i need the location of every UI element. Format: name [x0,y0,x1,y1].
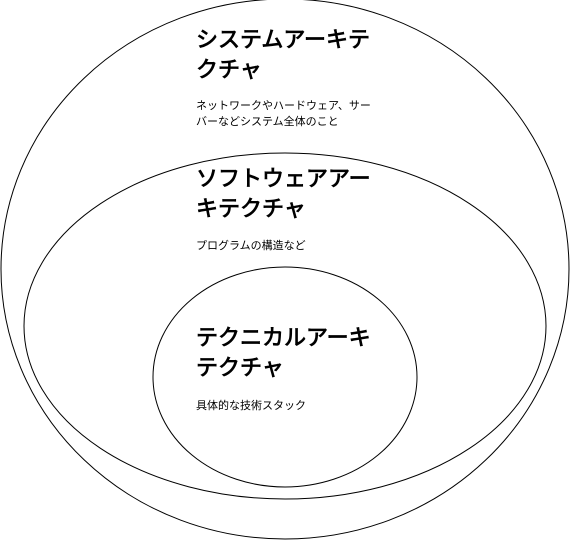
system-architecture-title: システムアーキテクチャ [196,28,371,83]
software-architecture-title: ソフトウェアアーキテクチャ [196,167,371,222]
technical-architecture-description: 具体的な技術スタック [196,399,306,412]
technical-architecture-title: テクニカルアーキテクチャ [196,326,371,381]
software-architecture-ellipse [23,152,547,500]
software-architecture-description: プログラムの構造など [196,239,306,252]
technical-architecture-ellipse [152,266,418,488]
system-architecture-description: ネットワークやハードウェア、サーバーなどシステム全体のこと [196,99,371,128]
